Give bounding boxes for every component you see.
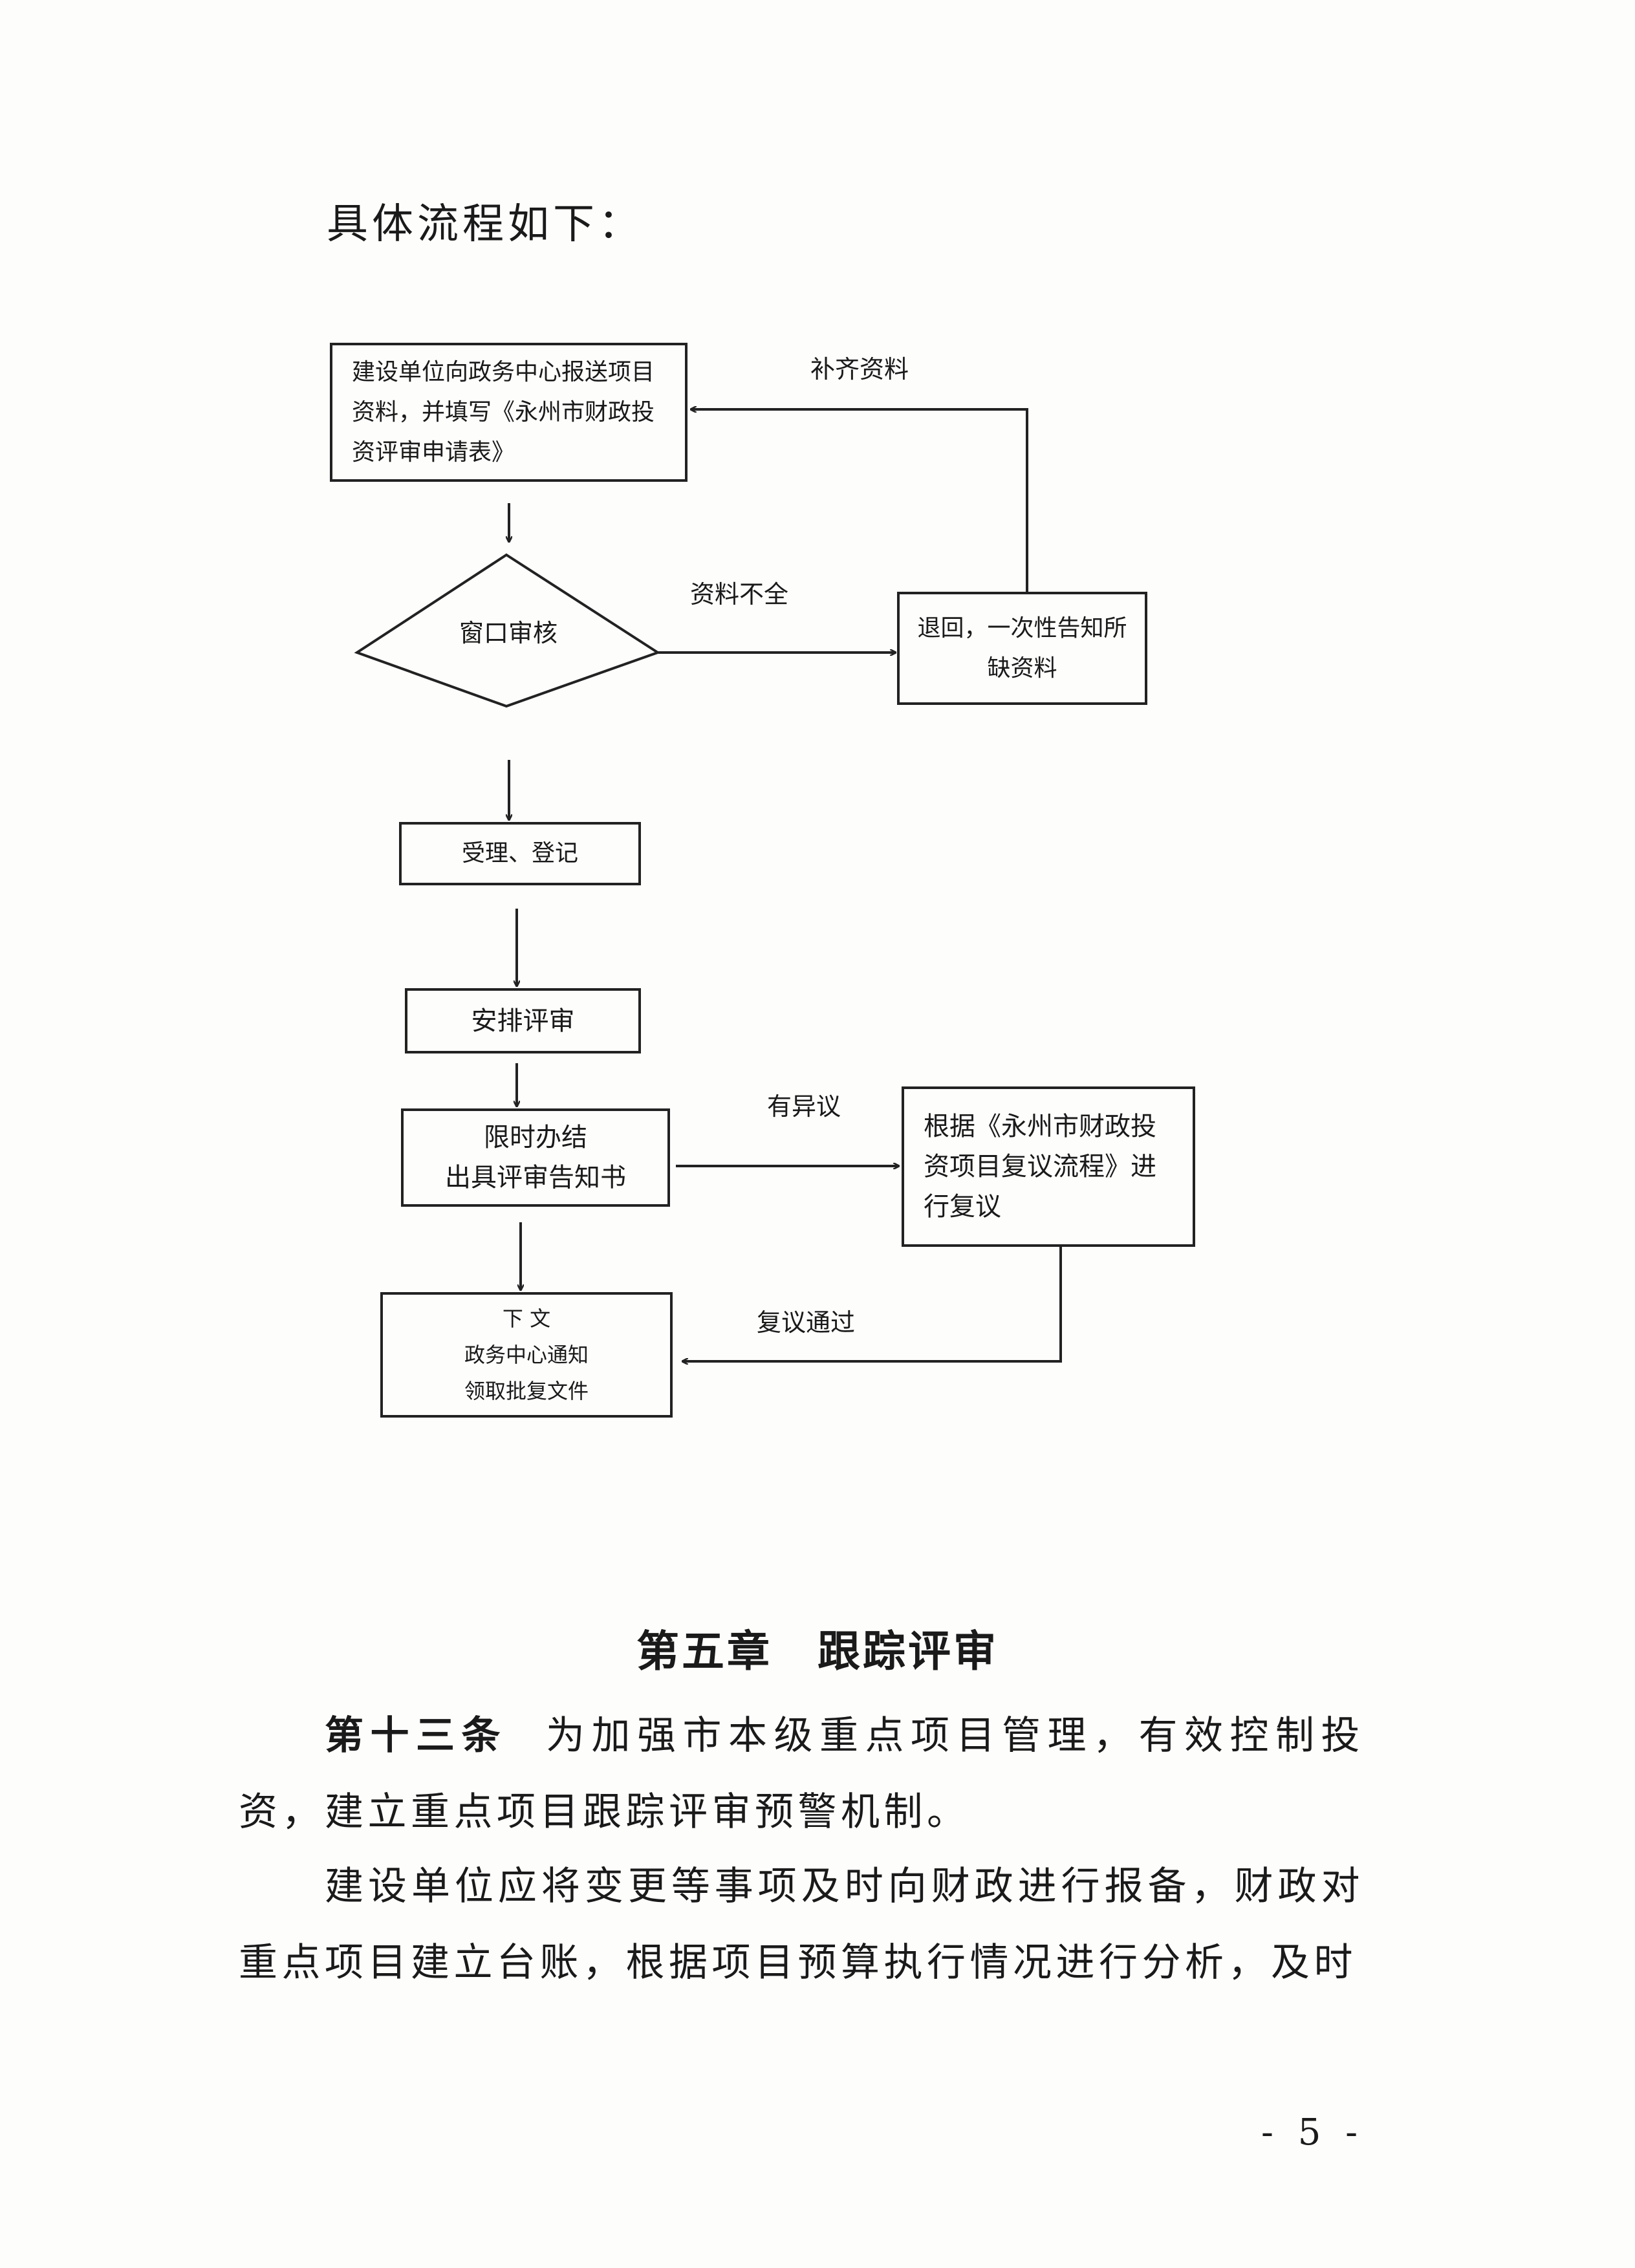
article-number: 第十三条 (325, 1713, 507, 1758)
accept-register-box: 受理、登记 (399, 822, 641, 885)
intro-text: 具体流程如下： (327, 200, 644, 248)
box-line: 缺资料 (987, 654, 1057, 682)
passed-label: 复议通过 (757, 1308, 856, 1337)
box-line: 建设单位向政务中心报送项目 (352, 358, 655, 385)
window-review-diamond (354, 553, 661, 708)
paragraph-text: 为加强市本级重点项目管理，有效控制投资，建立重点项目跟踪评审预警机制。 (239, 1713, 1364, 1835)
box-line: 资评审申请表》 (352, 438, 515, 466)
supplement-arrow (691, 409, 1028, 593)
arrange-review-box: 安排评审 (405, 988, 641, 1053)
box-line: 资项目复议流程》进 (924, 1152, 1156, 1182)
box-line: 行复议 (924, 1192, 1001, 1222)
chapter-title: 第五章 跟踪评审 (636, 1626, 999, 1676)
reconsider-box: 根据《永州市财政投 资项目复议流程》进 行复议 (902, 1086, 1195, 1247)
box-line: 政务中心通知 (464, 1343, 589, 1367)
return-box: 退回，一次性告知所 缺资料 (897, 592, 1147, 705)
deadline-box: 限时办结 出具评审告知书 (401, 1108, 670, 1207)
arrow-passed (682, 1247, 1062, 1361)
flowchart-connectors (354, 0, 1062, 1487)
box-line: 根据《永州市财政投 (924, 1112, 1156, 1141)
supplement-label: 补齐资料 (810, 355, 909, 383)
box-line: 出具评审告知书 (445, 1163, 626, 1193)
box-line: 限时办结 (484, 1123, 587, 1152)
objection-label: 有异议 (767, 1092, 841, 1121)
box-line: 下 文 (502, 1306, 551, 1331)
box-line: 安排评审 (471, 1006, 575, 1036)
paragraph-text: 建设单位应将变更等事项及时向财政进行报备，财政对重点项目建立台账，根据项目预算执… (239, 1864, 1364, 1985)
box-line: 领取批复文件 (464, 1379, 589, 1403)
article-13-paragraph: 第十三条为加强市本级重点项目管理，有效控制投资，建立重点项目跟踪评审预警机制。 (239, 1698, 1364, 1850)
issue-document-box: 下 文 政务中心通知 领取批复文件 (380, 1292, 673, 1418)
box-line: 资料，并填写《永州市财政投 (352, 398, 655, 426)
box-line: 受理、登记 (461, 840, 578, 867)
incomplete-label: 资料不全 (690, 580, 789, 609)
box-line: 退回，一次性告知所 (917, 614, 1127, 642)
page-number: - 5 - (1261, 2111, 1365, 2154)
paragraph: 建设单位应将变更等事项及时向财政进行报备，财政对重点项目建立台账，根据项目预算执… (239, 1848, 1364, 2001)
window-review-label: 窗口审核 (459, 619, 558, 647)
submit-materials-box: 建设单位向政务中心报送项目 资料，并填写《永州市财政投 资评审申请表》 (330, 343, 688, 482)
